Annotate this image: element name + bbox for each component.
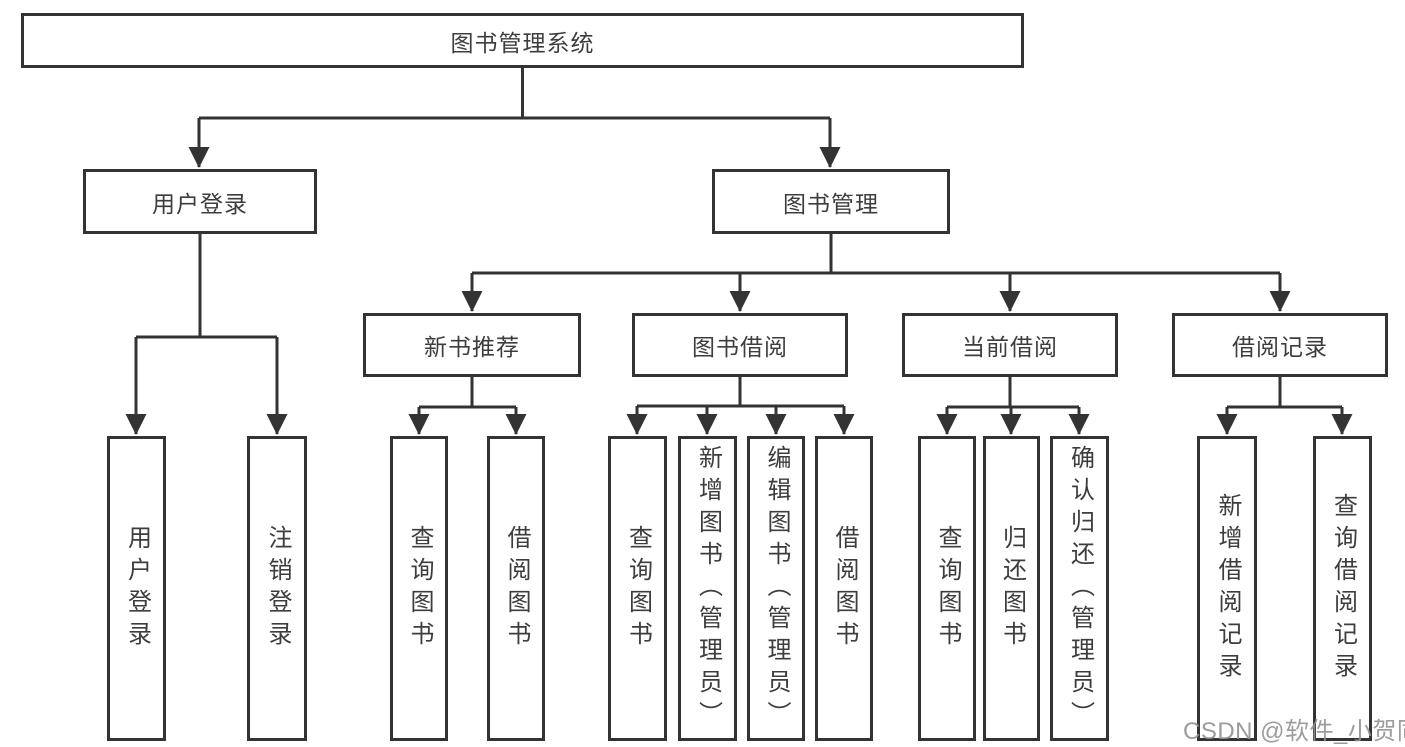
leaf-label: 新增图书（管理员） xyxy=(694,444,722,733)
leaf-query-borrow-record: 查询借阅记录 xyxy=(1313,436,1372,741)
leaf-add-borrow-record: 新增借阅记录 xyxy=(1197,436,1257,741)
leaf-label: 借阅图书 xyxy=(503,524,530,653)
node-current-borrowing: 当前借阅 xyxy=(902,313,1118,377)
leaf-borrow-books-recommend: 借阅图书 xyxy=(487,436,545,741)
node-book-management: 图书管理 xyxy=(712,169,950,234)
leaf-label: 新增借阅记录 xyxy=(1214,492,1241,685)
node-new-book-recommendation: 新书推荐 xyxy=(363,313,581,377)
node-label: 新书推荐 xyxy=(424,334,520,360)
leaf-label: 确认归还（管理员） xyxy=(1066,444,1094,733)
leaf-user-login: 用户登录 xyxy=(107,436,166,741)
node-label: 用户登录 xyxy=(152,190,248,217)
leaf-label: 查询图书 xyxy=(406,524,433,653)
node-label: 图书借阅 xyxy=(692,334,788,360)
leaf-return-books: 归还图书 xyxy=(983,436,1040,741)
leaf-query-books-borrowing: 查询图书 xyxy=(608,436,667,741)
leaf-label: 查询借阅记录 xyxy=(1329,492,1357,685)
leaf-label: 编辑图书（管理员） xyxy=(763,444,790,733)
leaf-label: 查询图书 xyxy=(624,524,652,653)
node-user-login: 用户登录 xyxy=(83,169,317,234)
node-label: 图书管理系统 xyxy=(450,29,595,56)
node-label: 借阅记录 xyxy=(1232,334,1328,360)
leaf-edit-books-admin: 编辑图书（管理员） xyxy=(747,436,805,741)
node-borrowing-records: 借阅记录 xyxy=(1172,313,1388,377)
leaf-label: 借阅图书 xyxy=(831,524,858,653)
leaf-query-books-current: 查询图书 xyxy=(918,436,976,741)
leaf-confirm-return-admin: 确认归还（管理员） xyxy=(1050,436,1109,741)
leaf-query-books-recommend: 查询图书 xyxy=(390,436,448,741)
leaf-label: 查询图书 xyxy=(934,524,961,653)
leaf-borrow-books: 借阅图书 xyxy=(815,436,873,741)
node-library-management-system: 图书管理系统 xyxy=(21,13,1024,68)
node-book-borrowing: 图书借阅 xyxy=(632,313,848,377)
leaf-label: 注销登录 xyxy=(264,524,291,653)
leaf-add-books-admin: 新增图书（管理员） xyxy=(678,436,737,741)
node-label: 当前借阅 xyxy=(962,334,1058,360)
leaf-logout: 注销登录 xyxy=(247,436,307,741)
leaf-label: 用户登录 xyxy=(123,524,151,653)
leaf-label: 归还图书 xyxy=(998,524,1026,653)
node-label: 图书管理 xyxy=(783,190,879,217)
